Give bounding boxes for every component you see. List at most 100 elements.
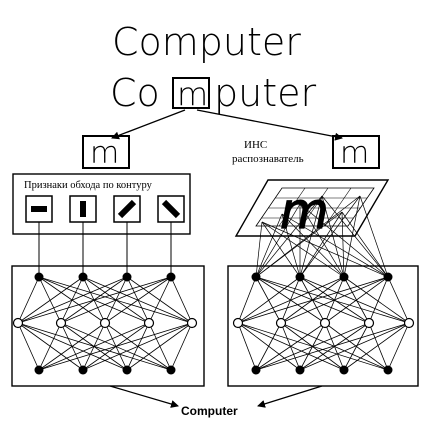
network-edge bbox=[255, 322, 370, 371]
arrow-left-to-output bbox=[109, 385, 179, 408]
network-edge bbox=[17, 322, 40, 371]
vertical-stroke-icon bbox=[69, 195, 97, 223]
input-node bbox=[166, 272, 176, 282]
network-edge bbox=[38, 322, 62, 371]
output-node bbox=[166, 365, 176, 375]
grid-connector bbox=[255, 195, 323, 278]
network-edge bbox=[299, 322, 370, 371]
grid-connector bbox=[321, 195, 389, 278]
handwritten-word-prefix: Co bbox=[110, 71, 160, 115]
selected-letter-box bbox=[172, 77, 210, 109]
network-edge bbox=[299, 322, 410, 371]
handwritten-selected-letter: m bbox=[177, 75, 208, 113]
diagonal-stroke-up-icon bbox=[113, 195, 141, 223]
network-edge bbox=[38, 322, 193, 371]
network-edge bbox=[170, 276, 193, 324]
right-letter: m bbox=[340, 136, 369, 171]
network-edge bbox=[38, 322, 106, 371]
hidden-node bbox=[12, 317, 24, 329]
network-edge bbox=[368, 276, 389, 324]
grid-connector bbox=[261, 221, 389, 278]
network-edge bbox=[148, 276, 172, 324]
ann-label-line1: ИНС bbox=[244, 139, 267, 151]
network-edge bbox=[368, 322, 389, 371]
network-edge bbox=[343, 276, 410, 324]
right-letter-box bbox=[332, 135, 380, 169]
horizontal-stroke-icon bbox=[25, 195, 53, 223]
network-edge bbox=[255, 276, 410, 324]
hidden-node bbox=[403, 317, 415, 329]
network-edge bbox=[170, 322, 193, 371]
grid-connector bbox=[359, 195, 389, 278]
feature-network bbox=[12, 272, 198, 375]
left-letter-box bbox=[82, 135, 130, 169]
contour-features-title: Признаки обхода по контуру bbox=[24, 180, 153, 191]
network-edge bbox=[17, 276, 40, 324]
grid-connector bbox=[299, 203, 389, 278]
input-node bbox=[383, 272, 393, 282]
network-edge bbox=[299, 276, 410, 324]
network-edge bbox=[324, 276, 389, 324]
input-node bbox=[122, 272, 132, 282]
network-edge bbox=[17, 276, 172, 324]
ann-label-line2: распознаватель bbox=[232, 153, 304, 165]
left-network-panel bbox=[11, 265, 205, 387]
hidden-node bbox=[186, 317, 198, 329]
hidden-node bbox=[232, 317, 244, 329]
output-node bbox=[295, 365, 305, 375]
output-node bbox=[78, 365, 88, 375]
diagonal-stroke-down-icon bbox=[157, 195, 185, 223]
output-node bbox=[122, 365, 132, 375]
handwritten-word-line1: Computer bbox=[112, 20, 301, 64]
output-node bbox=[34, 365, 44, 375]
left-letter: m bbox=[90, 136, 119, 171]
input-node bbox=[339, 272, 349, 282]
grid-connector bbox=[255, 221, 263, 278]
grid-connector bbox=[255, 195, 361, 278]
arrow-to-right-branch bbox=[196, 109, 343, 141]
network-edge bbox=[237, 322, 301, 371]
network-edge bbox=[343, 322, 410, 371]
input-node bbox=[34, 272, 44, 282]
network-edge bbox=[387, 322, 410, 371]
network-edge bbox=[255, 322, 410, 371]
contour-features-panel bbox=[12, 173, 191, 235]
grid-connector bbox=[255, 203, 301, 278]
grid-connector bbox=[261, 221, 301, 278]
network-edge bbox=[255, 322, 282, 371]
network-edge bbox=[17, 322, 84, 371]
network-edge bbox=[237, 276, 257, 324]
arrow-to-left-branch bbox=[111, 109, 186, 140]
network-edge bbox=[38, 322, 150, 371]
hidden-node bbox=[319, 317, 331, 329]
network-edge bbox=[237, 322, 257, 371]
grid-connector bbox=[261, 221, 345, 278]
right-network-panel bbox=[227, 265, 419, 387]
input-node bbox=[295, 272, 305, 282]
hidden-node bbox=[143, 317, 155, 329]
ann-network bbox=[232, 272, 415, 375]
hidden-node bbox=[363, 317, 375, 329]
input-node bbox=[78, 272, 88, 282]
output-node bbox=[251, 365, 261, 375]
network-edge bbox=[387, 276, 410, 324]
grid-connector bbox=[343, 195, 361, 278]
grid-connector bbox=[321, 195, 345, 278]
grid-connector bbox=[299, 195, 323, 278]
network-edge bbox=[17, 276, 128, 324]
network-edge bbox=[60, 276, 172, 324]
network-edge bbox=[126, 276, 193, 324]
hidden-node bbox=[275, 317, 287, 329]
network-edge bbox=[126, 322, 193, 371]
output-node bbox=[339, 365, 349, 375]
output-node bbox=[383, 365, 393, 375]
grid-connector bbox=[299, 203, 345, 278]
handwritten-word-suffix: puter bbox=[214, 71, 316, 115]
network-edge bbox=[237, 276, 389, 324]
hidden-node bbox=[55, 317, 67, 329]
network-edge bbox=[237, 276, 301, 324]
feature-connectors bbox=[38, 222, 172, 277]
network-edge bbox=[17, 276, 84, 324]
